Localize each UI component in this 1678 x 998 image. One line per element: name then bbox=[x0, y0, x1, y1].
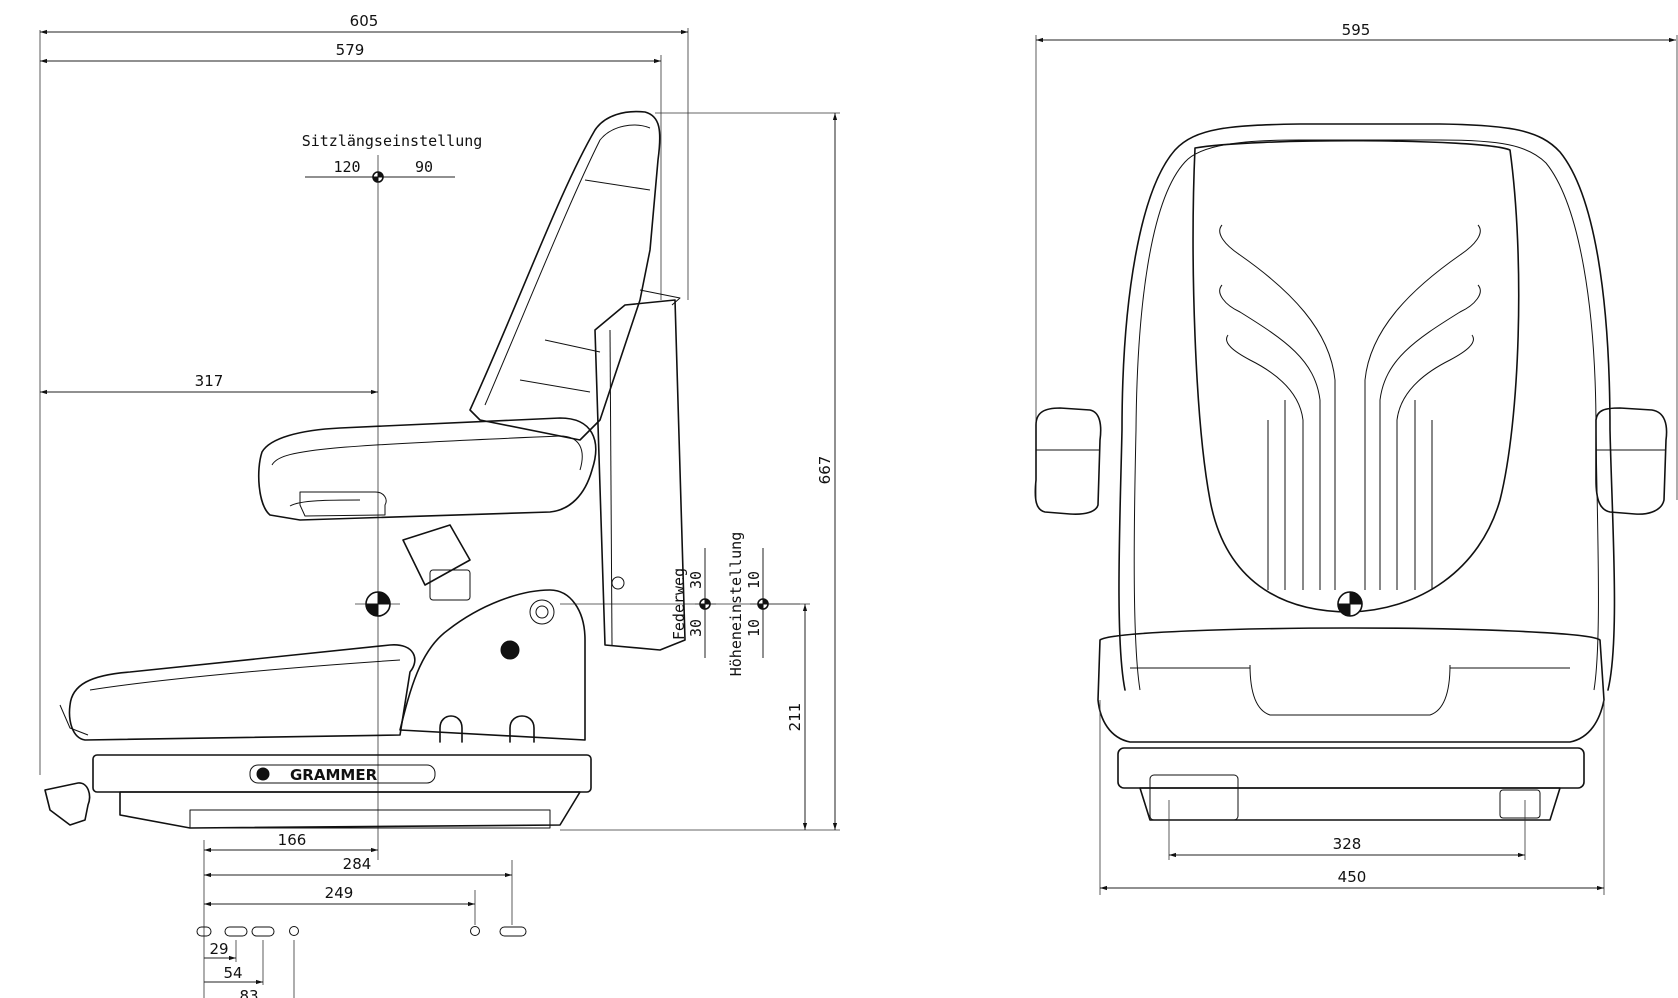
slot-2-value: 54 bbox=[223, 964, 242, 982]
suspension-up-value: 30 bbox=[687, 571, 705, 589]
dim-cog-to-front: 317 bbox=[40, 372, 378, 395]
front-view: 595 bbox=[1034, 21, 1678, 895]
mounting-dimensions: 166 284 249 29 54 83 bbox=[196, 831, 527, 998]
cog-to-front-value: 317 bbox=[195, 372, 224, 390]
base-width-value: 450 bbox=[1338, 868, 1367, 886]
fore-aft-back-value: 120 bbox=[333, 158, 360, 176]
overall-width-value: 595 bbox=[1342, 21, 1371, 39]
dim-overall-width: 595 bbox=[1035, 21, 1678, 500]
cog-height-value: 211 bbox=[786, 703, 804, 732]
height-adjust-title: Höheneinstellung bbox=[727, 532, 745, 677]
fore-aft-forward-value: 90 bbox=[415, 158, 433, 176]
side-view: 605 579 Sitzlängseinstellung 120 90 317 bbox=[39, 12, 840, 998]
hole-spacing-value: 249 bbox=[325, 884, 354, 902]
dim-length-to-backrest: 579 bbox=[40, 41, 662, 300]
slot-1-value: 29 bbox=[209, 940, 228, 958]
brand-logo-text: GRAMMER bbox=[290, 766, 378, 784]
dim-overall-length: 605 bbox=[39, 12, 689, 775]
dim-rail-spacing: 328 bbox=[1168, 800, 1526, 860]
rail-spacing-value: 328 bbox=[1333, 835, 1362, 853]
side-cog-symbol bbox=[355, 591, 400, 617]
suspension-travel: Federweg 30 30 bbox=[670, 548, 716, 658]
overall-height-value: 667 bbox=[816, 456, 834, 485]
overall-length-value: 605 bbox=[350, 12, 379, 30]
seat-front-outline bbox=[1034, 123, 1668, 821]
dim-overall-height: 667 bbox=[560, 112, 840, 831]
backrest-pattern bbox=[1219, 224, 1481, 590]
fore-aft-title: Sitzlängseinstellung bbox=[302, 132, 483, 150]
rail-mount-value: 166 bbox=[278, 831, 307, 849]
height-adjustment: Höheneinstellung 10 10 bbox=[727, 532, 800, 677]
height-adjust-up-value: 10 bbox=[745, 571, 763, 589]
cog-mount-value: 284 bbox=[343, 855, 372, 873]
slot-3-value: 83 bbox=[239, 987, 258, 998]
length-to-backrest-value: 579 bbox=[336, 41, 365, 59]
dim-base-width: 450 bbox=[1099, 700, 1605, 895]
fore-aft-adjustment: Sitzlängseinstellung 120 90 bbox=[302, 132, 483, 183]
height-adjust-down-value: 10 bbox=[745, 619, 763, 637]
dim-cog-height: 211 bbox=[560, 603, 810, 830]
suspension-down-value: 30 bbox=[687, 619, 705, 637]
seat-side-outline: GRAMMER bbox=[44, 110, 686, 829]
front-cog-symbol bbox=[1337, 591, 1363, 617]
